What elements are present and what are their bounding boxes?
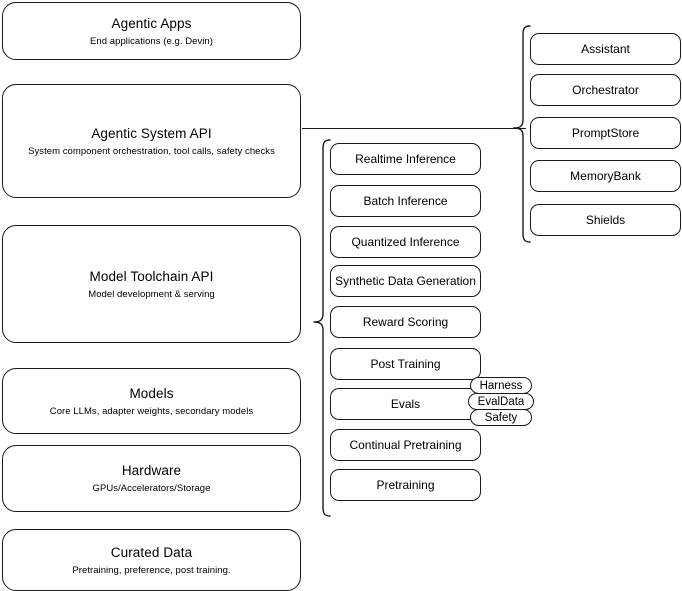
chip-realtime-inference[interactable]: Realtime Inference (330, 143, 481, 175)
chip-label: Assistant (581, 41, 630, 56)
chip-continual-pretraining[interactable]: Continual Pretraining (330, 429, 481, 461)
badge-label: EvalData (477, 395, 525, 408)
chip-label: Synthetic Data Generation (335, 273, 476, 288)
chip-label: PromptStore (571, 125, 640, 140)
layer-model-toolchain-api[interactable]: Model Toolchain API Model development & … (2, 225, 301, 343)
layer-subtitle: GPUs/Accelerators/Storage (92, 483, 211, 494)
layer-subtitle: System component orchestration, tool cal… (28, 145, 275, 157)
chip-label: Continual Pretraining (349, 437, 462, 452)
layer-title: Hardware (121, 463, 182, 478)
chip-synthetic-data-generation[interactable]: Synthetic Data Generation (330, 265, 481, 297)
layer-curated-data[interactable]: Curated Data Pretraining, preference, po… (2, 529, 301, 591)
layer-agentic-apps[interactable]: Agentic Apps End applications (e.g. Devi… (2, 2, 301, 60)
chip-label: Shields (585, 212, 626, 227)
layer-title: Model Toolchain API (89, 268, 214, 284)
layer-subtitle: Model development & serving (88, 288, 215, 300)
chip-quantized-inference[interactable]: Quantized Inference (330, 226, 481, 258)
layer-subtitle: Core LLMs, adapter weights, secondary mo… (49, 405, 254, 417)
layer-title: Agentic Apps (111, 15, 192, 31)
chip-shields[interactable]: Shields (530, 204, 681, 236)
badge-harness[interactable]: Harness (470, 377, 532, 394)
layer-agentic-system-api[interactable]: Agentic System API System component orch… (2, 84, 301, 198)
badge-label: Harness (479, 379, 523, 392)
layer-title: Models (129, 385, 174, 401)
brace-toolchain (313, 139, 331, 517)
chip-promptstore[interactable]: PromptStore (530, 117, 681, 149)
chip-evals[interactable]: Evals (330, 388, 481, 420)
chip-label: Quantized Inference (351, 234, 460, 249)
chip-assistant[interactable]: Assistant (530, 33, 681, 65)
brace-system-components (513, 25, 531, 243)
layer-subtitle: End applications (e.g. Devin) (90, 35, 213, 47)
chip-label: MemoryBank (570, 168, 641, 183)
chip-label: Batch Inference (363, 193, 448, 208)
chip-label: Realtime Inference (355, 151, 456, 166)
badge-label: Safety (484, 411, 518, 424)
chip-batch-inference[interactable]: Batch Inference (330, 185, 481, 217)
connector-line-system-api (302, 128, 526, 129)
layer-title: Agentic System API (91, 125, 212, 141)
layer-models[interactable]: Models Core LLMs, adapter weights, secon… (2, 368, 301, 434)
chip-orchestrator[interactable]: Orchestrator (530, 74, 681, 106)
chip-reward-scoring[interactable]: Reward Scoring (330, 306, 481, 338)
badge-evaldata[interactable]: EvalData (468, 393, 534, 410)
chip-post-training[interactable]: Post Training (330, 348, 481, 380)
chip-label: Pretraining (376, 477, 435, 492)
badge-safety[interactable]: Safety (470, 409, 532, 426)
layer-title: Curated Data (110, 544, 193, 560)
chip-pretraining[interactable]: Pretraining (330, 469, 481, 501)
chip-label: Evals (390, 396, 421, 411)
chip-label: Reward Scoring (362, 314, 449, 329)
chip-label: Orchestrator (572, 82, 639, 97)
layer-hardware[interactable]: Hardware GPUs/Accelerators/Storage (2, 445, 301, 512)
chip-label: Post Training (370, 356, 441, 371)
chip-memorybank[interactable]: MemoryBank (530, 160, 681, 192)
layer-subtitle: Pretraining, preference, post training. (72, 564, 231, 576)
